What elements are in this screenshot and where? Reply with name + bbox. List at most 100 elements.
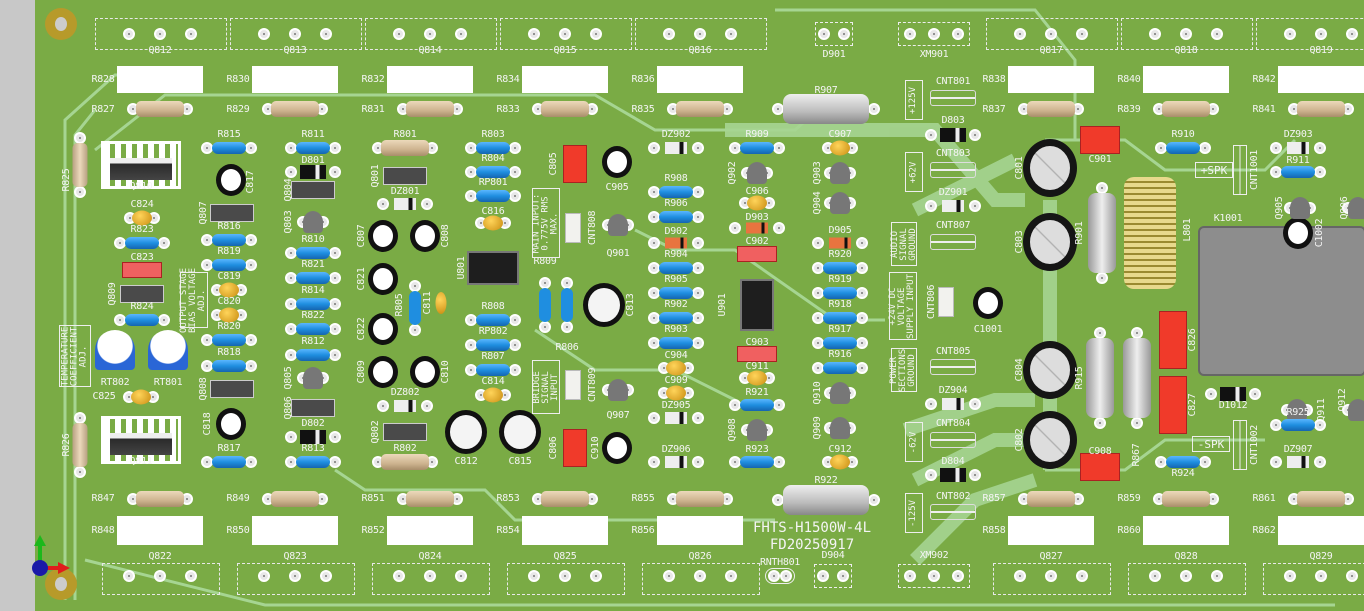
coil-body	[1124, 177, 1176, 289]
emitter-resistor-body	[1008, 516, 1094, 545]
pad	[561, 321, 573, 333]
component-label: C803	[1014, 230, 1025, 254]
power-resistor-body	[783, 94, 869, 124]
component-label: C817	[245, 170, 256, 194]
zener-diode-body	[665, 412, 687, 424]
pad	[838, 28, 850, 40]
component-label: DZ906	[661, 444, 691, 455]
film-capacitor-body	[1080, 126, 1120, 154]
component-label: R836	[631, 74, 655, 85]
emitter-resistor-body	[252, 66, 338, 93]
emitter-resistor-body	[1278, 516, 1364, 545]
component-label: Q905	[1274, 196, 1285, 220]
transistor-footprint	[230, 18, 362, 50]
to92-transistor-body	[1287, 399, 1307, 421]
pad	[856, 287, 868, 299]
electrolytic-capacitor-body	[216, 164, 246, 196]
note-text: BRIDGE SIGNAL INPUT	[531, 370, 560, 404]
component-label: Q803	[283, 210, 294, 234]
component-label: C813	[625, 293, 636, 317]
film-capacitor-body	[1080, 453, 1120, 481]
resistor-body	[271, 491, 319, 507]
component-label: R907	[814, 85, 838, 96]
ic-body	[740, 279, 774, 331]
component-label: C809	[356, 360, 367, 384]
component-label: XM901	[919, 49, 949, 60]
pad	[928, 28, 940, 40]
bulk-capacitor-body	[1023, 411, 1077, 469]
pad	[773, 222, 785, 234]
component-label: R857	[982, 493, 1006, 504]
pad	[285, 431, 297, 443]
pad	[969, 129, 981, 141]
pad	[1205, 388, 1217, 400]
component-label: C908	[1088, 446, 1112, 457]
component-label: R823	[130, 224, 154, 235]
emitter-resistor-body	[387, 516, 473, 545]
pad	[245, 142, 257, 154]
pad	[817, 570, 829, 582]
pad	[692, 262, 704, 274]
component-label: R814	[301, 285, 325, 296]
transistor-body	[291, 399, 335, 417]
resistor-body	[406, 491, 454, 507]
component-label: Q809	[107, 282, 118, 306]
electrolytic-capacitor-body	[583, 283, 625, 327]
pad	[320, 570, 332, 582]
note-text: -125V	[908, 499, 919, 527]
pad	[1314, 419, 1326, 431]
electrolytic-capacitor-body	[410, 356, 440, 388]
pad	[393, 28, 405, 40]
component-label: D901	[822, 49, 846, 60]
diode-body	[940, 468, 966, 482]
component-label: Q824	[418, 551, 442, 562]
pad	[421, 400, 433, 412]
component-label: R817	[217, 443, 241, 454]
pad	[1346, 28, 1358, 40]
component-label: Q910	[812, 381, 823, 405]
electrolytic-capacitor-body	[368, 220, 398, 252]
pad	[1346, 570, 1358, 582]
component-label: R819	[217, 246, 241, 257]
transistor-footprint	[237, 563, 355, 595]
emitter-resistor-body	[522, 66, 608, 93]
component-label: C903	[745, 337, 769, 348]
pad	[590, 28, 602, 40]
silkscreen-note-bridge: BRIDGE SIGNAL INPUT	[532, 360, 560, 414]
component-label: R810	[301, 234, 325, 245]
to92-transistor-body	[830, 382, 850, 404]
zener-diode-body	[394, 198, 416, 210]
to92-transistor-body	[1348, 197, 1364, 219]
component-label: Q804	[283, 178, 294, 202]
axis-gizmo-icon	[32, 535, 70, 576]
silkscreen-note-temp: TEMPERATURE COEFFICIENT ADJ.	[59, 325, 91, 387]
component-label: C827	[1187, 393, 1198, 417]
component-label: R916	[828, 349, 852, 360]
resistor-body	[1281, 166, 1315, 178]
component-label: CNT801	[935, 76, 971, 87]
note-text: MAIN INPUT: 0.775V RMS MAX.	[531, 193, 560, 253]
component-label: C907	[828, 129, 852, 140]
component-label: C906	[745, 186, 769, 197]
pad	[424, 28, 436, 40]
component-label: DZ802	[390, 387, 420, 398]
component-label: Q806	[283, 396, 294, 420]
component-label: R856	[631, 525, 655, 536]
component-label: C821	[356, 267, 367, 291]
pad	[509, 166, 521, 178]
pad	[773, 456, 785, 468]
component-label: C826	[1187, 328, 1198, 352]
bulk-capacitor-body	[1023, 139, 1077, 197]
component-label: Q829	[1309, 551, 1333, 562]
pad	[1199, 456, 1211, 468]
component-label: R854	[496, 525, 520, 536]
pad	[424, 570, 436, 582]
component-label: R804	[481, 153, 505, 164]
resistor-body	[476, 142, 510, 154]
component-label: Q823	[283, 551, 307, 562]
resistor-body	[659, 312, 693, 324]
jumper	[1233, 420, 1247, 470]
silkscreen-note-m125: -125V	[905, 493, 923, 533]
component-label: R816	[217, 221, 241, 232]
